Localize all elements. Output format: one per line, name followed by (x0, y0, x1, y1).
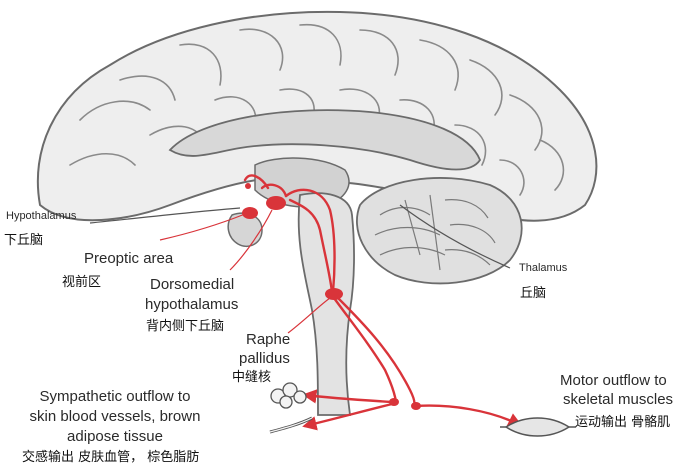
corpus-callosum (168, 109, 482, 171)
sympathetic-label-line1: Sympathetic outflow to (39, 388, 191, 405)
preoptic-nucleus (242, 207, 258, 219)
preoptic-label: Preoptic area (84, 250, 174, 267)
motor-label-line2: skeletal muscles (563, 391, 674, 408)
raphe-nucleus (325, 288, 343, 300)
thalamus-label-zh: 丘脑 (520, 286, 547, 301)
sympathetic-label-line2: skin blood vessels, brown (29, 408, 201, 425)
blood-vessel-icon-inner (269, 417, 313, 433)
raphe-label-line1: Raphe (246, 331, 291, 348)
thermoregulatory-pathways (243, 174, 523, 431)
thalamus-label: Thalamus (519, 262, 568, 274)
hypothalamus-dot (245, 183, 251, 189)
motor-junction (411, 402, 421, 410)
adipose-tissue-icon (270, 382, 307, 409)
preoptic-label-zh: 视前区 (62, 275, 102, 290)
raphe-label-zh: 中缝核 (232, 370, 272, 385)
raphe-label-line2: pallidus (239, 350, 290, 367)
sympathetic-label-zh: 交感输出 皮肤血管， 棕色脂肪 (22, 450, 200, 465)
brainstem (297, 192, 355, 416)
dorsomedial-label-line1: Dorsomedial (150, 276, 235, 293)
hypothalamus-label: Hypothalamus (6, 210, 77, 222)
dorsomedial-label-zh: 背内侧下丘脑 (146, 319, 225, 334)
leader-lines (89, 204, 511, 334)
motor-label-zh: 运动输出 骨骼肌 (575, 415, 671, 430)
sympathetic-junction (389, 398, 399, 406)
cerebellum (356, 177, 523, 285)
hypothalamus-leader (89, 207, 241, 224)
dorsomedial-label-line2: hypothalamus (145, 296, 239, 313)
hypothalamus-label-zh: 下丘脑 (4, 233, 44, 248)
dmh-leader (229, 209, 273, 271)
raphe-leader (287, 297, 331, 334)
thalamus-leader (399, 204, 511, 269)
preoptic-leader (159, 213, 246, 241)
sympathetic-label-line3: adipose tissue (67, 428, 163, 445)
muscle-icon (500, 417, 576, 437)
motor-label-line1: Motor outflow to (560, 372, 667, 389)
nuclei (242, 183, 421, 410)
dmh-nucleus (266, 196, 286, 210)
